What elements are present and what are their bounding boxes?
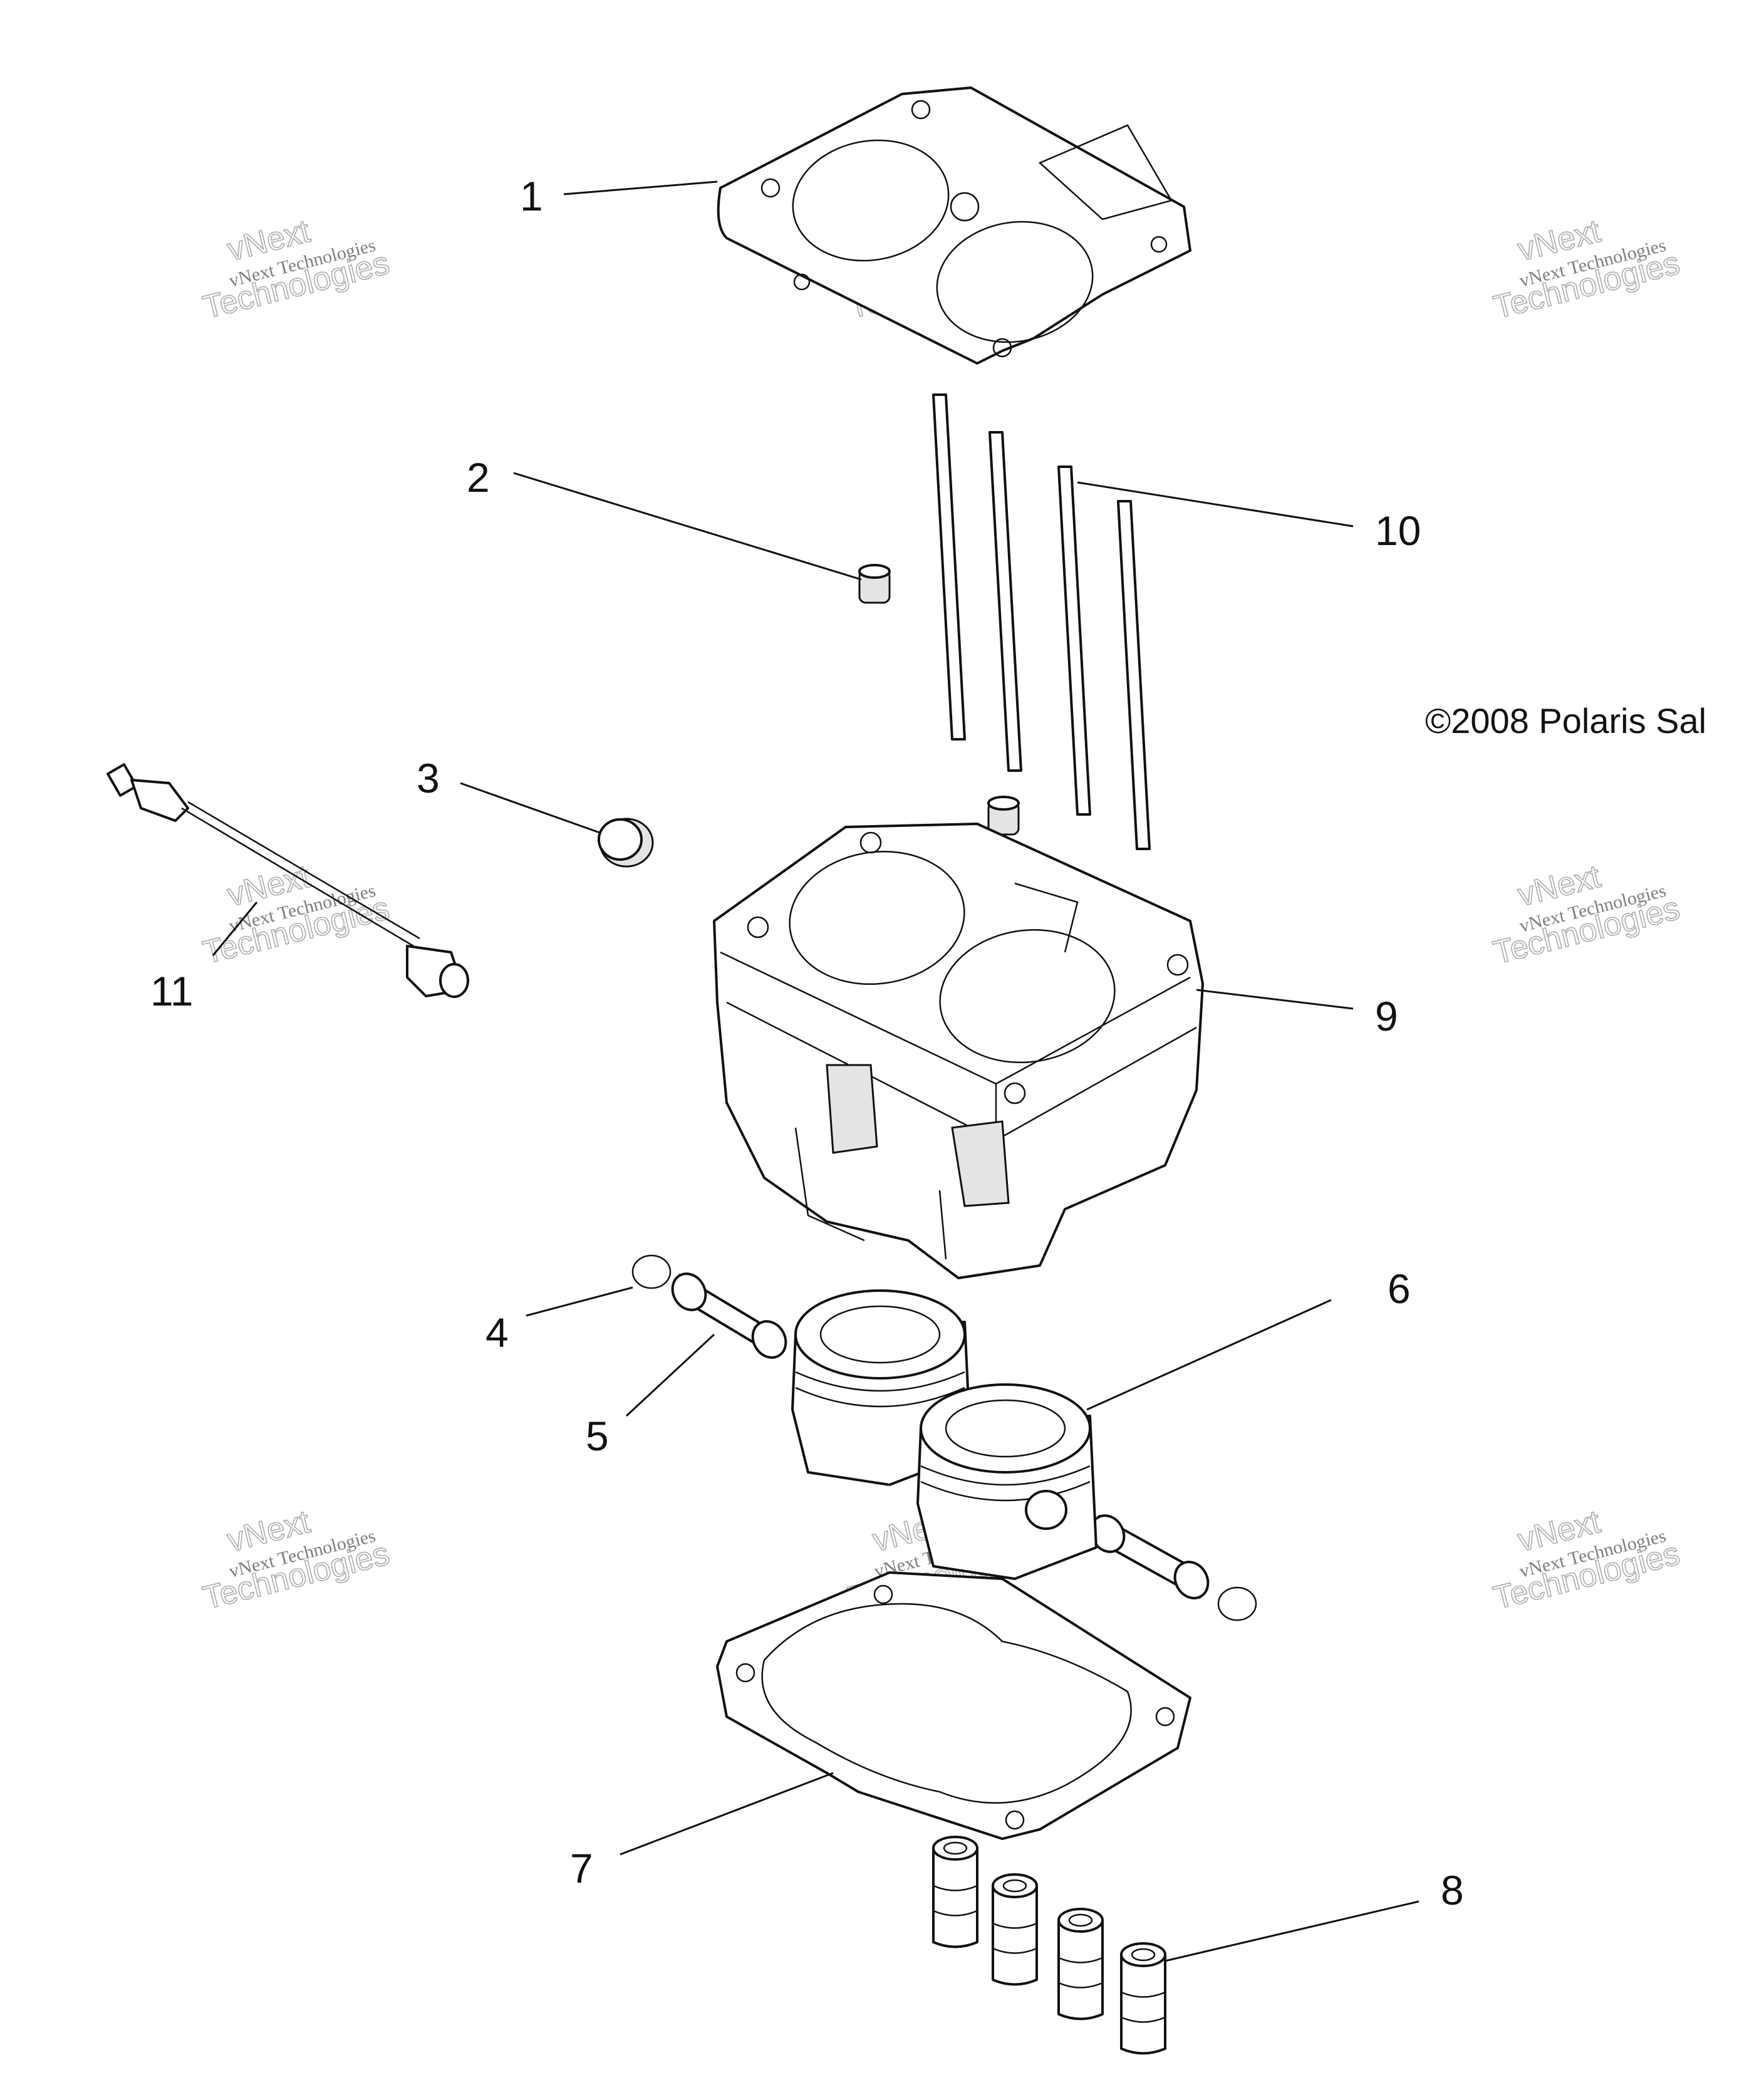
label-8: 8 [1441,1867,1464,1913]
label-4: 4 [485,1309,509,1356]
part-1-head-gasket [717,86,1191,365]
label-7: 7 [570,1845,593,1891]
part-2-dowel-pin [858,564,891,604]
leader-lines [212,180,1419,1962]
label-9: 9 [1375,993,1398,1039]
copyright-text: ©2008 Polaris Sal [1425,701,1706,741]
label-5: 5 [586,1413,609,1459]
part-4-circlip-right [1217,1586,1257,1621]
part-5-piston-pin-right [1089,1514,1210,1599]
label-11: 11 [150,968,194,1014]
part-7-base-gasket [716,1571,1191,1840]
label-1: 1 [520,173,543,219]
label-2: 2 [467,454,490,501]
part-2-dowel-pin-lower [987,796,1020,836]
label-6: 6 [1388,1266,1411,1312]
part-10-cylinder-studs [932,393,1151,850]
part-11-temperature-sensor [106,763,469,998]
part-4-circlip [631,1254,672,1289]
label-10: 10 [1375,507,1421,554]
part-8-lifters [932,1836,1166,2055]
part-5-piston-pin [671,1272,787,1359]
label-3: 3 [417,755,440,801]
part-9-cylinder [713,823,1204,1279]
part-6-piston-right [916,1383,1097,1580]
part-labels: 1 2 3 4 5 6 7 8 9 10 11 [150,173,1464,1913]
part-3-plug [598,818,654,868]
